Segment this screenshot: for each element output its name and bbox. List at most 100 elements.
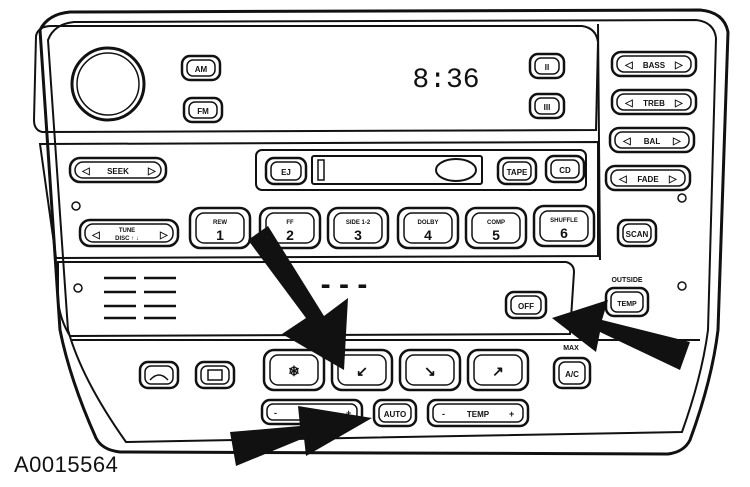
preset-button-6[interactable]: SHUFFLE 6: [532, 204, 596, 248]
figure-id: A0015564: [14, 452, 119, 477]
rear-defrost-icon: [207, 369, 223, 381]
eject-label: EJ: [281, 168, 291, 177]
outside-temp-label: TEMP: [617, 301, 637, 308]
svg-text:▷: ▷: [674, 60, 684, 71]
indicator-light: [71, 201, 81, 211]
ac-label: A/C: [565, 370, 579, 379]
seat-airflow-icon: ↙: [356, 363, 368, 379]
preset-iii-button[interactable]: III: [528, 92, 566, 120]
fm-label: FM: [197, 107, 209, 116]
off-label: OFF: [518, 302, 534, 311]
preset-button-3[interactable]: SIDE 1-2 3: [326, 206, 390, 250]
mode-button-panel[interactable]: ↗: [466, 348, 530, 392]
svg-text:◁: ◁: [618, 174, 627, 185]
preset-iii-label: III: [544, 103, 551, 112]
am-button[interactable]: AM: [180, 54, 222, 82]
seek-label: SEEK: [107, 167, 129, 176]
svg-text:◁: ◁: [624, 98, 633, 109]
outside-temp-button[interactable]: TEMP: [604, 286, 650, 318]
auto-label: AUTO: [384, 410, 407, 419]
preset-ii-button[interactable]: II: [528, 52, 566, 80]
balance-button[interactable]: ◁ ▷ BAL: [608, 126, 696, 154]
ac-button[interactable]: A/C: [552, 356, 592, 390]
preset-buttons: REW 1 FF 2 SIDE 1-2 3 DOLBY 4 COMP 5: [188, 204, 596, 250]
rear-defrost-button[interactable]: [194, 360, 236, 390]
outside-label: OUTSIDE: [611, 277, 642, 284]
tune-label: TUNE: [119, 228, 135, 234]
fm-button[interactable]: FM: [182, 96, 224, 124]
svg-text:▷: ▷: [159, 230, 169, 241]
preset-6-function: SHUFFLE: [550, 218, 578, 224]
preset-button-1[interactable]: REW 1: [188, 206, 252, 250]
eject-button[interactable]: EJ: [264, 156, 308, 186]
preset-4-function: DOLBY: [418, 220, 439, 226]
off-button[interactable]: OFF: [504, 290, 548, 320]
bass-button[interactable]: ◁ ▷ BASS: [610, 50, 698, 78]
temp-minus: -: [442, 409, 445, 419]
preset-3-function: SIDE 1-2: [346, 220, 371, 226]
tune-button[interactable]: ◁ ▷ TUNE DISC ↑ ↓: [78, 218, 180, 248]
svg-text:-: -: [274, 408, 277, 418]
floor-airflow-icon: ↘: [424, 363, 436, 379]
temp-control[interactable]: - TEMP +: [426, 398, 530, 428]
svg-text:▷: ▷: [672, 136, 682, 147]
svg-text:▷: ▷: [668, 174, 678, 185]
windshield-defrost-button[interactable]: [138, 360, 180, 390]
svg-text:+: +: [346, 408, 351, 418]
panel-airflow-icon: ↗: [492, 363, 504, 379]
fade-label: FADE: [637, 175, 659, 184]
callout-arrow-off: [552, 300, 690, 370]
bass-label: BASS: [643, 61, 666, 70]
preset-2-number: 2: [286, 227, 294, 243]
tape-label: TAPE: [507, 168, 528, 177]
panel-inner-outline: [46, 18, 718, 444]
cassette-slot: [311, 155, 483, 185]
scan-button[interactable]: SCAN: [616, 218, 658, 248]
tape-button[interactable]: TAPE: [496, 156, 538, 186]
max-label: MAX: [563, 345, 579, 352]
tune-sub-label: DISC ↑ ↓: [115, 236, 139, 242]
defrost-icon: [149, 374, 169, 381]
audio-controls: ◁ ▷ BASS ◁ ▷ TREB ◁ ▷ BAL ◁ ▷ FADE: [604, 50, 698, 192]
callout-arrow-floor-mode: [248, 226, 348, 370]
radio-top-section: [32, 25, 600, 134]
svg-text:◁: ◁: [622, 136, 631, 147]
auto-button[interactable]: AUTO: [372, 398, 418, 428]
preset-3-number: 3: [354, 227, 362, 243]
mode-button-floor[interactable]: ↘: [398, 348, 462, 392]
defrost-mode-icon: ❄: [288, 363, 300, 379]
clock-display: 8:36: [412, 65, 479, 96]
preset-5-function: COMP: [487, 220, 505, 226]
fade-button[interactable]: ◁ ▷ FADE: [604, 164, 692, 192]
treble-label: TREB: [643, 99, 665, 108]
temp-plus: +: [509, 409, 514, 419]
preset-1-number: 1: [216, 227, 224, 243]
preset-5-number: 5: [492, 227, 500, 243]
preset-button-5[interactable]: COMP 5: [464, 206, 528, 250]
mode-button-floor-defrost[interactable]: ↙: [330, 348, 394, 392]
cd-button[interactable]: CD: [544, 154, 586, 184]
radio-middle-section: [38, 140, 599, 260]
svg-text:◁: ◁: [624, 60, 633, 71]
temperature-display: - - -: [321, 268, 368, 301]
scan-label: SCAN: [626, 230, 649, 239]
temp-label: TEMP: [467, 410, 490, 419]
indicator-light: [73, 283, 83, 293]
seek-button[interactable]: ◁ ▷ SEEK: [68, 156, 168, 184]
balance-label: BAL: [644, 137, 661, 146]
volume-knob[interactable]: [70, 46, 146, 122]
preset-6-number: 6: [560, 225, 568, 241]
media-bay: [255, 149, 587, 191]
preset-button-4[interactable]: DOLBY 4: [396, 206, 460, 250]
mode-button-windshield[interactable]: ❄: [262, 348, 326, 392]
cd-label: CD: [559, 166, 571, 175]
climate-display-section: [57, 261, 576, 338]
preset-1-function: REW: [213, 220, 227, 226]
svg-text:◁: ◁: [91, 230, 100, 241]
treble-button[interactable]: ◁ ▷ TREB: [610, 88, 698, 116]
am-label: AM: [195, 65, 208, 74]
preset-4-number: 4: [424, 227, 432, 243]
indicator-light: [677, 281, 687, 291]
vent-grille: [104, 276, 176, 320]
